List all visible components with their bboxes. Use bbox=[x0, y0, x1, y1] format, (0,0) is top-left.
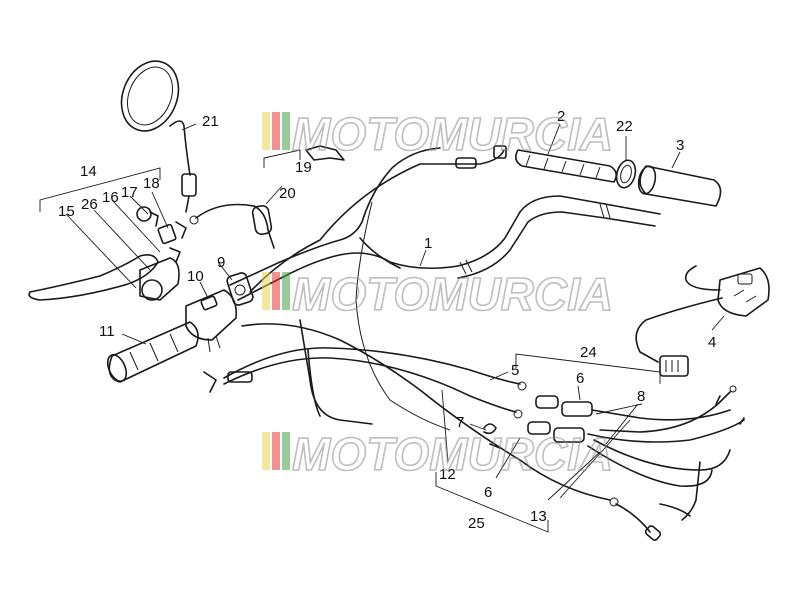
callout-6-top: 6 bbox=[576, 370, 584, 387]
splitter-assembly bbox=[527, 385, 745, 521]
left-grip bbox=[106, 321, 199, 383]
watermark-top: MOTOMURCIA bbox=[262, 107, 614, 161]
callout-25: 25 bbox=[468, 515, 485, 532]
cable-clip bbox=[483, 423, 501, 449]
callout-12: 12 bbox=[439, 466, 456, 483]
callout-21: 21 bbox=[202, 113, 219, 130]
watermark-middle: MOTOMURCIA bbox=[262, 267, 614, 321]
callout-7: 7 bbox=[456, 414, 464, 431]
watermark-text: MOTOMURCIA bbox=[292, 268, 613, 320]
cables bbox=[203, 145, 662, 541]
mirror bbox=[120, 60, 197, 213]
callout-13: 13 bbox=[530, 508, 547, 525]
right-throttle-grip bbox=[514, 149, 618, 183]
callout-8: 8 bbox=[637, 388, 645, 405]
watermark-text: MOTOMURCIA bbox=[292, 108, 613, 160]
callout-24: 24 bbox=[580, 344, 597, 361]
callout-1: 1 bbox=[424, 235, 432, 252]
watermark-bottom: MOTOMURCIA bbox=[262, 427, 614, 481]
callout-15: 15 bbox=[58, 203, 75, 220]
callout-19: 19 bbox=[295, 159, 312, 176]
grip-ring bbox=[615, 159, 637, 189]
right-grip bbox=[637, 165, 722, 207]
leader-lines bbox=[65, 123, 725, 501]
callout-16: 16 bbox=[102, 189, 119, 206]
switch-part-9 bbox=[226, 272, 254, 306]
group-brackets bbox=[39, 149, 661, 533]
callout-17: 17 bbox=[121, 184, 138, 201]
clutch-lever bbox=[28, 206, 187, 301]
callout-labels: 21 2 22 3 19 20 14 18 16 17 26 15 1 9 10… bbox=[58, 108, 716, 532]
callout-10: 10 bbox=[187, 268, 204, 285]
callout-9: 9 bbox=[217, 254, 225, 271]
callout-22: 22 bbox=[616, 118, 633, 135]
callout-3: 3 bbox=[676, 137, 684, 154]
right-switch bbox=[635, 265, 770, 377]
watermark-text: MOTOMURCIA bbox=[292, 428, 613, 480]
callout-20: 20 bbox=[279, 185, 296, 202]
callout-4: 4 bbox=[708, 334, 716, 351]
callout-5: 5 bbox=[511, 362, 519, 379]
callout-18: 18 bbox=[143, 175, 160, 192]
left-switch bbox=[185, 289, 238, 353]
callout-26: 26 bbox=[81, 196, 98, 213]
callout-2: 2 bbox=[557, 108, 565, 125]
cable-19-20 bbox=[189, 145, 345, 249]
callout-14: 14 bbox=[80, 163, 97, 180]
callout-6-bottom: 6 bbox=[484, 484, 492, 501]
callout-11: 11 bbox=[99, 323, 115, 340]
